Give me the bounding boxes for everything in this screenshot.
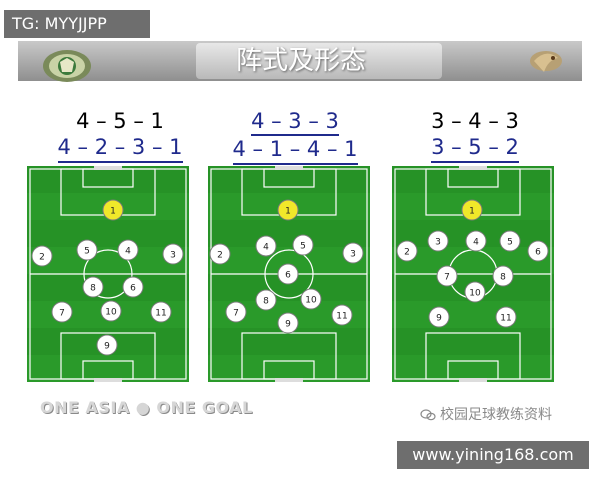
- formation-2-primary: 4 – 3 – 3: [251, 108, 339, 136]
- player-number: 3: [350, 250, 356, 260]
- player-marker: 10: [464, 281, 486, 303]
- footer-source-text: 校园足球教练资料: [440, 407, 552, 423]
- player-marker: 10: [300, 288, 322, 310]
- slide-title: 阵式及形态: [235, 46, 366, 76]
- pitch-2: 1 2 4 5 3 6 8 10 7 11 9: [208, 166, 370, 382]
- player-number: 1: [110, 207, 116, 217]
- player-marker: 11: [150, 301, 172, 323]
- player-number: 5: [300, 242, 306, 252]
- player-marker: 6: [122, 276, 144, 298]
- bird-logo-icon: [530, 51, 562, 72]
- footer-slogan: ONE ASIA ● ONE GOAL: [40, 398, 253, 417]
- player-marker: 4: [117, 239, 139, 261]
- player-number: 10: [105, 308, 117, 318]
- player-number: 4: [125, 247, 131, 257]
- player-number: 7: [233, 309, 239, 319]
- player-marker: 5: [76, 239, 98, 261]
- formation-3-primary: 3 – 4 – 3: [431, 109, 519, 133]
- player-number: 5: [507, 238, 513, 248]
- player-number: 3: [170, 251, 176, 261]
- player-marker: 2: [31, 245, 53, 267]
- player-marker: 9: [428, 306, 450, 328]
- formation-1-alternate: 4 – 2 – 3 – 1: [57, 134, 183, 163]
- player-number: 8: [90, 284, 96, 294]
- player-number: 2: [217, 251, 223, 261]
- player-number: 9: [285, 320, 291, 330]
- player-marker: 7: [225, 301, 247, 323]
- goalkeeper-marker: 1: [461, 199, 483, 221]
- player-marker: 2: [396, 240, 418, 262]
- footer-source: 校园足球教练资料: [420, 404, 552, 424]
- player-number: 4: [473, 238, 479, 248]
- player-marker: 9: [96, 334, 118, 356]
- goalkeeper-marker: 1: [102, 199, 124, 221]
- player-marker: 8: [492, 265, 514, 287]
- player-number: 10: [305, 296, 317, 306]
- player-number: 11: [155, 309, 166, 319]
- formation-2-header: 4 – 3 – 3 4 – 1 – 4 – 1: [215, 108, 375, 165]
- player-number: 6: [535, 248, 541, 258]
- player-marker: 8: [255, 289, 277, 311]
- player-number: 9: [104, 342, 110, 352]
- formation-2-alternate: 4 – 1 – 4 – 1: [232, 136, 358, 165]
- player-number: 9: [436, 314, 442, 324]
- player-marker: 7: [436, 265, 458, 287]
- watermark-url: www.yining168.com: [397, 441, 589, 469]
- player-marker: 11: [331, 304, 353, 326]
- wechat-icon: [420, 409, 436, 421]
- formation-3-header: 3 – 4 – 3 3 – 5 – 2: [395, 108, 555, 163]
- formation-1-primary: 4 – 5 – 1: [76, 109, 164, 133]
- player-marker: 5: [499, 230, 521, 252]
- player-number: 7: [444, 273, 450, 283]
- title-banner-highlight: [196, 43, 442, 79]
- player-number: 8: [500, 273, 506, 283]
- player-marker: 4: [465, 230, 487, 252]
- player-marker: 4: [255, 235, 277, 257]
- player-number: 2: [404, 248, 410, 258]
- player-number: 1: [469, 207, 475, 217]
- player-marker: 6: [527, 240, 549, 262]
- player-marker: 10: [100, 300, 122, 322]
- formation-3-alternate: 3 – 5 – 2: [431, 134, 519, 163]
- player-number: 11: [336, 312, 347, 322]
- player-marker: 2: [209, 243, 231, 265]
- player-marker: 3: [162, 243, 184, 265]
- formation-1-header: 4 – 5 – 1 4 – 2 – 3 – 1: [40, 108, 200, 163]
- player-number: 6: [285, 271, 291, 281]
- player-number: 8: [263, 297, 269, 307]
- watermark-telegram: TG: MYYJJPP: [4, 10, 150, 38]
- player-marker: 5: [292, 234, 314, 256]
- pitch-1: 1 2 5 4 3 8 6 7 10 11 9: [27, 166, 189, 382]
- player-number: 10: [469, 289, 481, 299]
- player-marker: 3: [342, 242, 364, 264]
- player-marker: 8: [82, 276, 104, 298]
- player-number: 5: [84, 247, 90, 257]
- player-marker: 3: [427, 230, 449, 252]
- player-marker: 6: [277, 263, 299, 285]
- player-number: 6: [130, 284, 136, 294]
- goalkeeper-marker: 1: [277, 199, 299, 221]
- pitch-3: 1 2 3 4 5 6 7 8 10 9 11: [392, 166, 554, 382]
- player-marker: 7: [51, 301, 73, 323]
- player-number: 2: [39, 253, 45, 263]
- player-number: 11: [500, 314, 511, 324]
- player-marker: 9: [277, 312, 299, 334]
- player-number: 4: [263, 243, 269, 253]
- player-number: 7: [59, 309, 65, 319]
- player-number: 1: [285, 207, 291, 217]
- player-marker: 11: [495, 306, 517, 328]
- player-number: 3: [435, 238, 441, 248]
- afc-logo-icon: [43, 50, 91, 82]
